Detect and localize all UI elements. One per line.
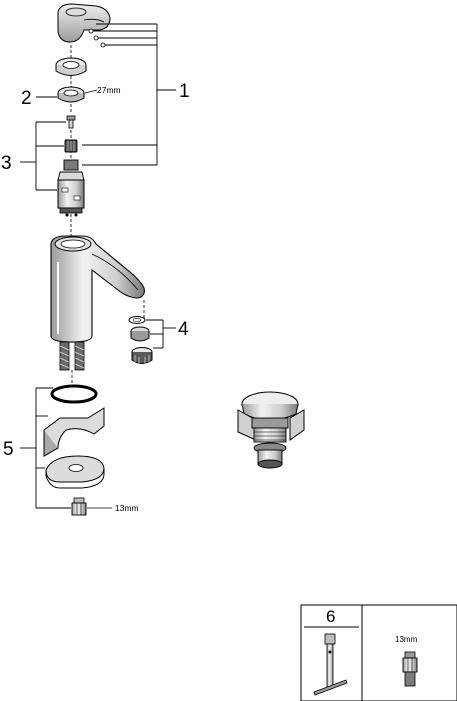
callout-4: 4 [178, 319, 189, 340]
fixing-nut-icon [71, 497, 87, 516]
flex-hose-icon [59, 341, 85, 386]
bonnet-nut-dimension: 27mm [97, 85, 121, 95]
tool-nut-dimension: 13mm [395, 635, 418, 644]
faucet-body-icon [50, 235, 145, 343]
part-6-box [300, 604, 457, 701]
callout-5: 5 [3, 439, 14, 460]
callout-1: 1 [179, 81, 190, 102]
cap-ring-icon [55, 57, 87, 76]
fixing-washer-icon [45, 455, 105, 489]
spline-adapter-icon [64, 139, 78, 153]
bonnet-nut-dimension-leader [84, 89, 98, 94]
mounting-bracket-icon [43, 407, 105, 457]
tool-nut-icon [402, 651, 418, 687]
part-5-leader [20, 387, 71, 509]
hose-nut-dimension: 13mm [115, 503, 139, 513]
cartridge-icon [57, 159, 85, 217]
lever-handle-icon [57, 3, 111, 43]
callout-3: 3 [1, 153, 12, 174]
part-4-leader [146, 319, 176, 349]
callout-2: 2 [21, 88, 32, 109]
screw-icon [66, 115, 76, 129]
callout-6: 6 [326, 607, 335, 626]
pop-up-waste-icon [237, 391, 305, 469]
gasket-ring-icon [50, 384, 98, 404]
aerator-icon [128, 316, 153, 364]
bonnet-nut-icon [57, 86, 85, 103]
cartridge-tool-icon [313, 633, 348, 696]
part-3-leader [20, 121, 66, 191]
part-1-leader [82, 23, 176, 166]
